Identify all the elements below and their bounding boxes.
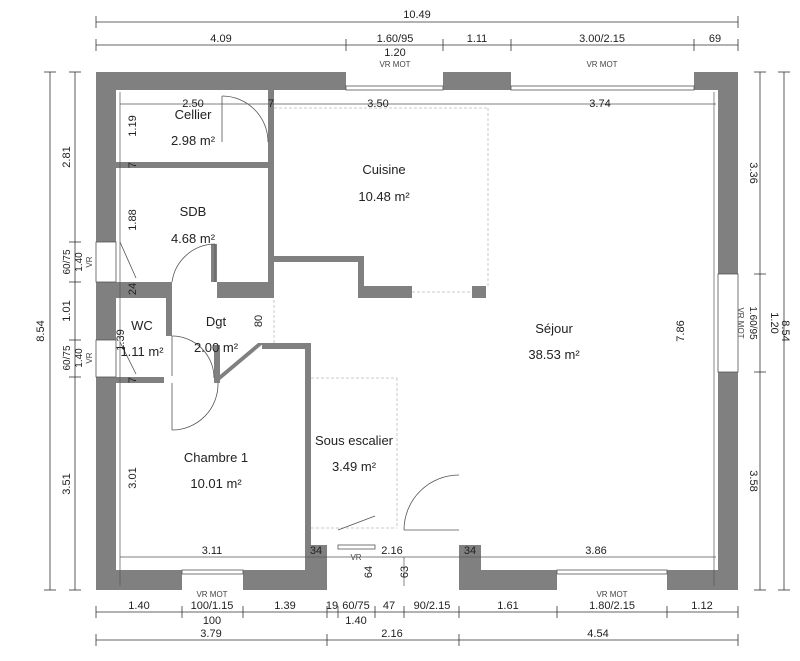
room-sejour: Séjour 38.53 m²	[528, 321, 580, 362]
top-dim-1: 4.09	[210, 33, 231, 45]
room-chambre-1: Chambre 1 10.01 m²	[184, 450, 248, 491]
dim-wall-64: 64	[363, 566, 375, 578]
room-cellier: Cellier 2.98 m²	[171, 107, 216, 148]
dim-wall-34b: 34	[464, 545, 476, 557]
room-name-sdb: SDB	[180, 204, 207, 219]
room-name-cellier: Cellier	[175, 107, 213, 122]
room-area-sdb: 4.68 m²	[171, 231, 216, 246]
room-area-dgt: 2.00 m²	[194, 340, 239, 355]
bottom-dim-2: 100/1.15	[191, 600, 234, 612]
partitions	[116, 90, 486, 546]
left-dim-2: 60/75	[62, 249, 73, 274]
right-dimension-lines	[754, 71, 790, 591]
room-dgt: Dgt 2.00 m²	[194, 314, 239, 355]
bottom-dim-3: 1.39	[274, 600, 295, 612]
bottom-sub-dim-2: 1.40	[345, 615, 366, 627]
bottom-dim-7: 90/2.15	[414, 600, 451, 612]
interior-dim-lines	[119, 92, 716, 586]
dim-wc-w: 1.39	[115, 329, 127, 350]
outer-walls	[96, 72, 738, 590]
bottom-dim-1: 1.40	[128, 600, 149, 612]
room-area-chambre-1: 10.01 m²	[190, 476, 242, 491]
room-area-cuisine: 10.48 m²	[358, 189, 410, 204]
dim-sejour-h: 7.86	[675, 320, 687, 341]
room-area-sejour: 38.53 m²	[528, 347, 580, 362]
room-name-sejour: Séjour	[535, 321, 573, 336]
room-cuisine: Cuisine 10.48 m²	[358, 162, 410, 204]
left-dimension-lines	[44, 71, 81, 591]
dim-stair-w: 2.16	[381, 545, 402, 557]
right-dim-2: 1.60/95	[747, 306, 758, 340]
bottom-window-label-3: VR	[350, 553, 361, 562]
room-area-cellier: 2.98 m²	[171, 133, 216, 148]
bottom-dim-10: 1.12	[691, 600, 712, 612]
bottom-dimension-lines	[95, 606, 739, 646]
bottom-dim-4: 19	[326, 600, 338, 612]
dim-sejour-top-w: 3.74	[589, 98, 610, 110]
right-dim-3: 3.58	[747, 470, 759, 491]
room-name-chambre-1: Chambre 1	[184, 450, 248, 465]
top-sub-dim: 1.20	[384, 47, 405, 59]
room-sous-escalier: Sous escalier 3.49 m²	[315, 433, 394, 474]
left-dim-4: 60/75	[62, 345, 73, 370]
bottom-dim-8: 1.61	[497, 600, 518, 612]
bottom-total-dim-3: 4.54	[587, 628, 608, 640]
right-sub-dim: 1.20	[768, 312, 780, 333]
top-window-label-2: VR MOT	[586, 60, 617, 69]
room-sdb: SDB 4.68 m²	[171, 204, 216, 246]
dim-chambre-w: 3.11	[202, 545, 223, 557]
dim-wall-7a: 7	[268, 98, 274, 110]
room-name-sous-escalier: Sous escalier	[315, 433, 394, 448]
room-name-wc: WC	[131, 318, 153, 333]
top-dim-2: 1.60/95	[377, 33, 414, 45]
left-window-label-2: VR	[85, 352, 94, 363]
left-total-dim: 8.54	[35, 320, 47, 341]
room-name-cuisine: Cuisine	[362, 162, 405, 177]
left-dim-1: 2.81	[61, 146, 73, 167]
dim-wall-80: 80	[253, 315, 265, 327]
windows	[95, 85, 739, 575]
bottom-sub-dim: 100	[203, 615, 221, 627]
top-dimension-lines	[95, 16, 739, 51]
top-window-label-1: VR MOT	[379, 60, 410, 69]
open-boundaries	[273, 107, 489, 529]
dim-wall-63: 63	[399, 566, 411, 578]
bottom-dim-5: 60/75	[342, 600, 370, 612]
top-dim-5: 69	[709, 33, 721, 45]
left-dim-5: 3.51	[61, 473, 73, 494]
room-wc: WC 1.11 m²	[120, 318, 164, 359]
bottom-dim-6: 47	[383, 600, 395, 612]
dim-sdb-h: 1.88	[127, 209, 139, 230]
dim-cuisine-w: 3.50	[367, 98, 388, 110]
right-window-label: VR MOT	[736, 307, 745, 338]
dim-cellier-w: 2.50	[182, 98, 203, 110]
dim-wall-7c: 7	[127, 377, 139, 383]
bottom-window-label-1: VR MOT	[196, 590, 227, 599]
dim-sejour-bottom-w: 3.86	[585, 545, 606, 557]
left-dim-3: 1.01	[61, 300, 73, 321]
left-sub-dim-1: 1.40	[74, 252, 85, 272]
dim-wall-7b: 7	[127, 162, 139, 168]
dim-chambre-h: 3.01	[127, 467, 139, 488]
right-total-dim: 8.54	[779, 320, 791, 341]
bottom-window-label-2: VR MOT	[596, 590, 627, 599]
bottom-dim-9: 1.80/2.15	[589, 600, 635, 612]
bottom-total-dim-2: 2.16	[381, 628, 402, 640]
bottom-total-dim-1: 3.79	[200, 628, 221, 640]
room-area-sous-escalier: 3.49 m²	[332, 459, 377, 474]
room-area-wc: 1.11 m²	[120, 344, 164, 359]
top-total-dim: 10.49	[403, 9, 431, 21]
left-window-label-1: VR	[85, 256, 94, 267]
doors	[119, 95, 460, 531]
right-dim-1: 3.36	[747, 162, 759, 183]
dim-cellier-h: 1.19	[127, 115, 139, 136]
dim-wall-24: 24	[127, 283, 139, 295]
left-sub-dim-2: 1.40	[74, 348, 85, 368]
room-name-dgt: Dgt	[206, 314, 227, 329]
top-dim-3: 1.11	[467, 33, 488, 45]
dim-wall-34a: 34	[310, 545, 322, 557]
top-dim-4: 3.00/2.15	[579, 33, 625, 45]
